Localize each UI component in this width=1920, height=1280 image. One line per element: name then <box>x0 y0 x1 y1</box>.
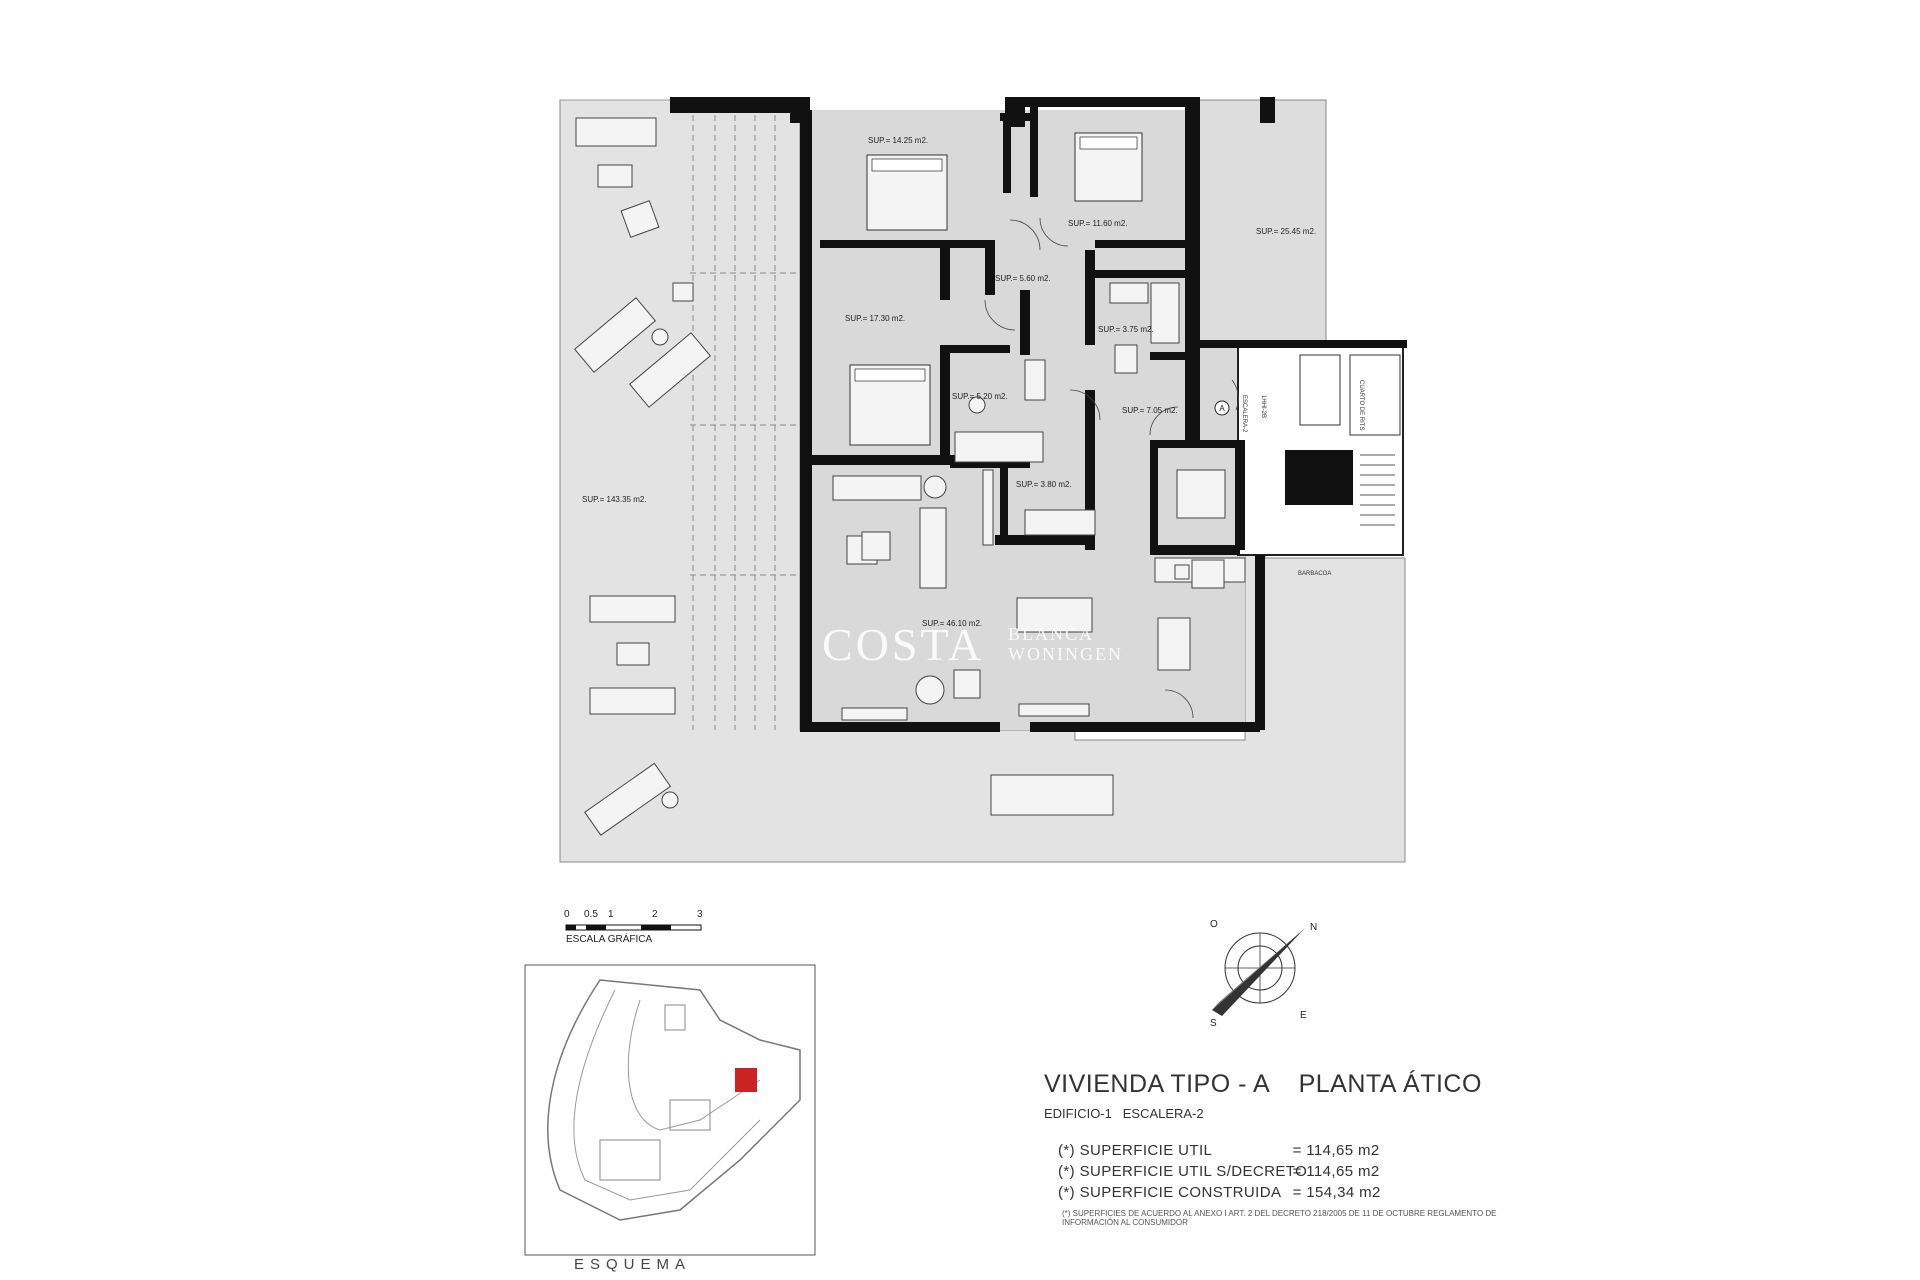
area-label-construida: (*) SUPERFICIE CONSTRUIDA <box>1058 1184 1282 1201</box>
escalera-label: ESCALERA-2 <box>1241 395 1247 433</box>
bath-fixtures <box>954 282 1225 589</box>
area-label-util: (*) SUPERFICIE UTIL <box>1058 1142 1213 1159</box>
scale-bar <box>565 924 702 931</box>
room-label-bath-1: SUP.= 3.75 m2. <box>1098 325 1154 334</box>
compass-o: O <box>1210 919 1218 930</box>
living-furniture <box>832 469 1246 721</box>
watermark-small-2: WONINGEN <box>1008 644 1123 664</box>
watermark: COSTA BLANCA WONINGEN <box>822 618 1121 671</box>
area-value-util: = 114,65 m2 <box>1292 1142 1380 1159</box>
room-label-terrace-left: SUP.= 143.35 m2. <box>582 495 647 504</box>
core-annotations: CUARTO DE RITS ESCALERA-2 1HHI-2B BARBAC… <box>1241 380 1364 577</box>
room-label-bedroom-2: SUP.= 11.60 m2. <box>1068 219 1128 228</box>
compass-e: E <box>1300 1010 1307 1021</box>
esquema-label: ESQUEMA <box>574 1256 692 1273</box>
scale-tick-05: 0.5 <box>584 909 598 920</box>
esquema-site-map <box>524 964 816 1256</box>
marker-a-text: A <box>1219 404 1225 413</box>
area-row-util-decreto: (*) SUPERFICIE UTIL S/DECRETO = 114,65 m… <box>1058 1163 1380 1180</box>
room-label-living: SUP.= 46.10 m2. <box>922 619 982 628</box>
room-label-bath-2: SUP.= 5.20 m2. <box>952 392 1008 401</box>
stair-code-label: 1HHI-2B <box>1260 395 1266 418</box>
scale-tick-3: 3 <box>697 909 703 920</box>
plan-subtitle: EDIFICIO-1 ESCALERA-2 <box>1044 1106 1204 1121</box>
stair-core <box>1237 344 1404 556</box>
marker-a: A <box>1214 400 1230 416</box>
terrace-areas <box>559 99 1406 863</box>
door-swings <box>984 217 1239 719</box>
scale-tick-0: 0 <box>564 909 570 920</box>
room-label-laundry: SUP.= 3.80 m2. <box>1016 480 1072 489</box>
room-label-bedroom-3: SUP.= 17.30 m2. <box>845 314 905 323</box>
scale-tick-1: 1 <box>608 909 614 920</box>
cuarto-rits-label: CUARTO DE RITS <box>1358 380 1364 430</box>
area-value-util-decreto: = 114,65 m2 <box>1292 1163 1380 1180</box>
area-row-construida: (*) SUPERFICIE CONSTRUIDA = 154,34 m2 <box>1058 1184 1381 1201</box>
compass-rose-icon: N E S O <box>1210 919 1317 1029</box>
area-footnote: (*) SUPERFICIES DE ACUERDO AL ANEXO I AR… <box>1062 1209 1497 1227</box>
plan-title: VIVIENDA TIPO - A PLANTA ÁTICO <box>1044 1070 1482 1098</box>
scale-label: ESCALA GRÁFICA <box>566 934 653 945</box>
watermark-big: COSTA <box>822 619 985 670</box>
room-labels: SUP.= 14.25 m2. SUP.= 11.60 m2. SUP.= 25… <box>582 136 1316 628</box>
room-label-hall: SUP.= 5.60 m2. <box>995 274 1051 283</box>
room-label-corridor: SUP.= 7.05 m2. <box>1122 406 1178 415</box>
barbacoa-label: BARBACOA <box>1298 571 1331 577</box>
bed-pillows <box>854 136 1138 382</box>
compass-n: N <box>1310 922 1317 933</box>
area-value-construida: = 154,34 m2 <box>1292 1184 1381 1201</box>
compass-s: S <box>1210 1018 1217 1029</box>
walls <box>670 97 1407 732</box>
terrace-furniture <box>574 117 1114 836</box>
watermark-small-1: BLANCA <box>1008 624 1095 644</box>
room-label-bedroom-1: SUP.= 14.25 m2. <box>868 136 928 145</box>
area-row-util: (*) SUPERFICIE UTIL = 114,65 m2 <box>1058 1142 1380 1159</box>
area-label-util-decreto: (*) SUPERFICIE UTIL S/DECRETO <box>1058 1163 1308 1180</box>
scale-tick-2: 2 <box>652 909 658 920</box>
watermark-small: BLANCA WONINGEN <box>1008 624 1123 664</box>
room-label-terrace-right: SUP.= 25.45 m2. <box>1256 227 1316 236</box>
